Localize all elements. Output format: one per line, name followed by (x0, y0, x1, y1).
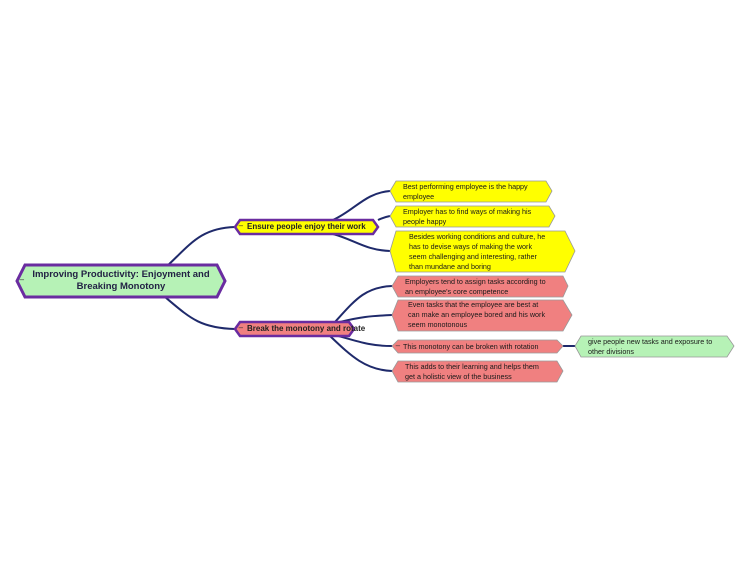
branch-2-shape[interactable] (233, 320, 356, 338)
branch-1-collapse-icon[interactable]: − (238, 222, 244, 230)
branch-2-label: Break the monotony and rotate (247, 324, 366, 333)
connector-root-branch-2 (164, 296, 236, 330)
child-2-2-shape[interactable] (391, 299, 573, 332)
child-2-1-label: Employers tend to assign tasks according… (405, 277, 546, 296)
connector-branch-2-child-1 (334, 285, 393, 323)
grandchild-rotation-label: give people new tasks and exposure to ot… (588, 337, 713, 356)
child-1-3-shape[interactable] (389, 230, 576, 273)
child-1-1-label: Best performing employee is the happy em… (403, 182, 528, 201)
child-2-4-shape[interactable] (391, 360, 564, 383)
connector-branch-1-child-2 (377, 215, 391, 221)
connector-root-branch-1 (164, 226, 236, 269)
child-2-3-label: This monotony can be broken with rotatio… (403, 342, 539, 351)
child-1-3-label: Besides working conditions and culture, … (409, 232, 546, 271)
child-1-1-shape[interactable] (389, 180, 553, 203)
branch-2-collapse-icon[interactable]: − (238, 324, 244, 332)
child-2-2-label: Even tasks that the employee are best at… (408, 300, 546, 329)
branch-1-shape[interactable] (233, 218, 380, 236)
rotation-collapse-icon[interactable]: − (395, 342, 401, 350)
child-1-2-label: Employer has to find ways of making his … (403, 207, 532, 226)
connector-branch-1-child-3 (332, 233, 391, 252)
root-node-label: Improving Productivity: Enjoyment and Br… (32, 269, 210, 292)
child-2-1-shape[interactable] (391, 275, 569, 298)
branch-1-label: Ensure people enjoy their work (247, 222, 366, 231)
child-2-3-shape[interactable] (391, 339, 564, 354)
connector-branch-1-child-1 (332, 190, 391, 221)
child-1-2-shape[interactable] (389, 205, 556, 228)
connector-branch-2-child-4 (329, 335, 393, 372)
root-collapse-icon[interactable]: − (19, 276, 25, 284)
child-2-4-label: This adds to their learning and helps th… (405, 362, 539, 381)
root-node-shape[interactable] (15, 263, 227, 299)
grandchild-rotation-shape[interactable] (574, 335, 735, 358)
